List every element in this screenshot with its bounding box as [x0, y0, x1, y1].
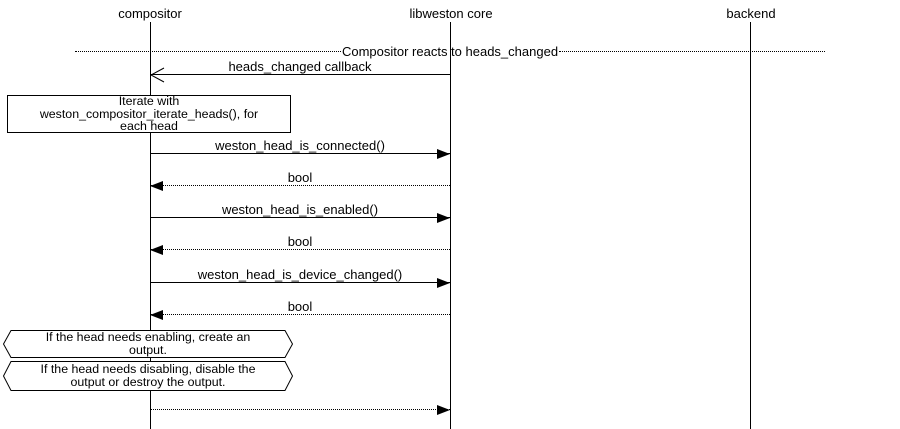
- filled-arrowhead-right-icon: [437, 149, 450, 159]
- message-line: [150, 74, 450, 75]
- actor-compositor: compositor: [118, 6, 182, 21]
- message-label: bool: [287, 299, 313, 314]
- message-line: [150, 217, 450, 218]
- message-line: [150, 185, 450, 186]
- lifeline-libweston-core: [450, 22, 451, 429]
- actor-libweston-core: libweston core: [409, 6, 493, 21]
- message-weston-head-is-connected: weston_head_is_connected(): [150, 136, 450, 159]
- note-line: output.: [129, 343, 167, 357]
- lifeline-compositor: [150, 22, 151, 429]
- message-bool-return-device-changed: bool: [150, 297, 450, 320]
- note-head-needs-disabling: If the head needs disabling, disable the…: [3, 361, 293, 391]
- message-line: [150, 314, 450, 315]
- note-line: weston_compositor_iterate_heads(), for: [39, 106, 259, 121]
- message-bool-return-connected: bool: [150, 168, 450, 191]
- divider-line-right: [559, 50, 826, 52]
- hexagon-note-shape: [3, 330, 293, 358]
- message-line: [150, 249, 450, 250]
- note-line: If the head needs enabling, create an: [45, 330, 251, 344]
- lifeline-backend: [750, 22, 751, 429]
- hexagon-note-shape: [3, 361, 293, 391]
- divider-line-left: [75, 50, 341, 52]
- filled-arrowhead-right-icon: [437, 213, 450, 223]
- message-label: weston_head_is_device_changed(): [197, 267, 403, 282]
- message-line: [150, 282, 450, 283]
- message-bool-return-enabled: bool: [150, 232, 450, 255]
- message-label: weston_head_is_connected(): [215, 138, 385, 153]
- open-arrowhead-left-icon: [150, 67, 165, 83]
- note-line: output or destroy the output.: [70, 375, 226, 389]
- divider-label: Compositor reacts to heads_changed: [341, 43, 559, 59]
- message-line: [150, 153, 450, 154]
- divider-compositor-reacts: Compositor reacts to heads_changed: [75, 43, 826, 59]
- filled-arrowhead-right-icon: [437, 405, 450, 415]
- message-label: bool: [287, 170, 313, 185]
- note-line: each head: [120, 119, 178, 134]
- message-line: [150, 409, 450, 410]
- note-head-needs-enabling: If the head needs enabling, create an ou…: [3, 330, 293, 358]
- filled-arrowhead-left-icon: [150, 181, 163, 191]
- filled-arrowhead-left-icon: [150, 310, 163, 320]
- note-iterate-heads: Iterate with weston_compositor_iterate_h…: [7, 95, 291, 133]
- message-final-return: [150, 392, 450, 415]
- message-label: heads_changed callback: [228, 59, 372, 74]
- message-weston-head-is-enabled: weston_head_is_enabled(): [150, 200, 450, 223]
- message-heads-changed-callback: heads_changed callback: [150, 57, 450, 83]
- message-label: bool: [287, 234, 313, 249]
- filled-arrowhead-right-icon: [437, 278, 450, 288]
- message-weston-head-is-device-changed: weston_head_is_device_changed(): [150, 265, 450, 288]
- message-label: weston_head_is_enabled(): [221, 202, 379, 217]
- note-line: Iterate with: [118, 94, 180, 109]
- note-line: If the head needs disabling, disable the: [40, 362, 256, 376]
- filled-arrowhead-left-icon: [150, 245, 163, 255]
- actor-backend: backend: [726, 6, 776, 21]
